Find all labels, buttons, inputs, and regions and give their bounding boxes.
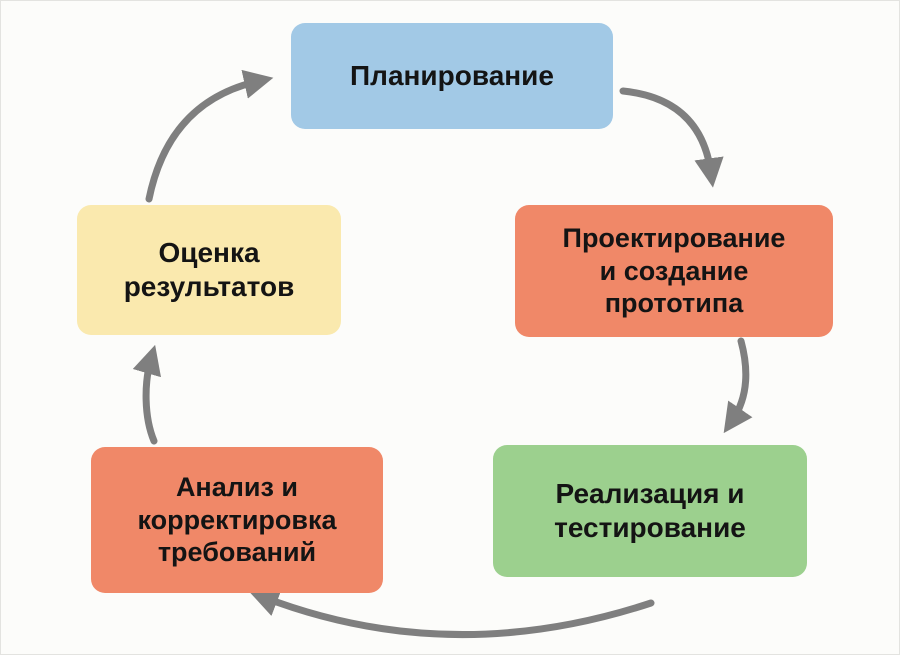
node-design: Проектирование и создание прототипа	[515, 205, 833, 337]
node-design-label: Проектирование и создание прототипа	[562, 222, 786, 319]
node-analysis: Анализ и корректировка требований	[91, 447, 383, 593]
node-planning-label: Планирование	[350, 59, 554, 91]
node-planning: Планирование	[291, 23, 613, 129]
node-evaluation: Оценка результатов	[77, 205, 341, 335]
arrow-implementation-to-analysis-icon	[249, 588, 655, 639]
node-implementation: Реализация и тестирование	[493, 445, 807, 577]
node-evaluation-label: Оценка результатов	[123, 236, 295, 302]
arrow-evaluation-to-planning-icon	[145, 69, 274, 203]
arrow-planning-to-design-icon	[619, 87, 724, 188]
arrow-design-to-implementation-icon	[723, 337, 753, 434]
arrow-analysis-to-evaluation-icon	[132, 344, 162, 445]
node-analysis-label: Анализ и корректировка требований	[137, 471, 337, 568]
node-implementation-label: Реализация и тестирование	[554, 477, 746, 543]
